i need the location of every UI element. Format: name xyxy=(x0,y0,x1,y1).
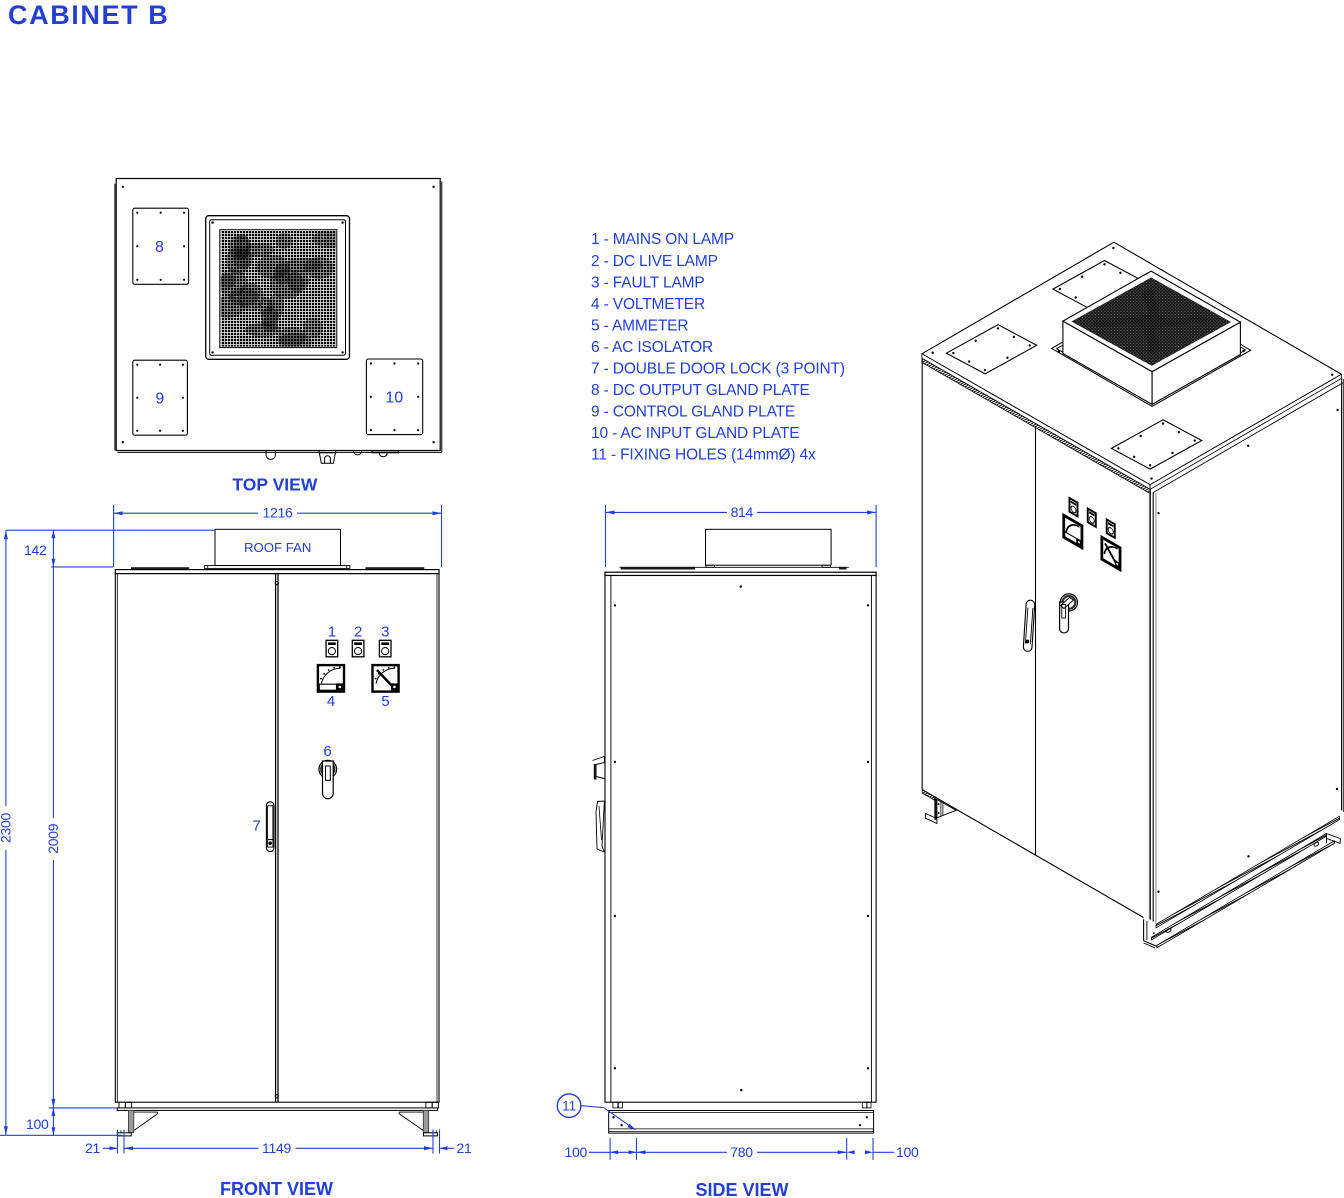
svg-text:SIDE VIEW: SIDE VIEW xyxy=(695,1180,788,1198)
svg-text:2300: 2300 xyxy=(0,813,14,843)
svg-text:8 - DC OUTPUT GLAND PLATE: 8 - DC OUTPUT GLAND PLATE xyxy=(591,382,810,399)
svg-text:9: 9 xyxy=(155,391,164,408)
svg-text:3 - FAULT LAMP: 3 - FAULT LAMP xyxy=(591,274,705,291)
svg-text:2: 2 xyxy=(354,624,362,641)
svg-text:21: 21 xyxy=(85,1140,100,1156)
svg-text:4 - VOLTMETER: 4 - VOLTMETER xyxy=(591,296,705,313)
svg-text:11: 11 xyxy=(562,1099,576,1114)
svg-text:7: 7 xyxy=(252,817,260,834)
svg-text:21: 21 xyxy=(457,1140,472,1156)
svg-text:10 - AC INPUT GLAND PLATE: 10 - AC INPUT GLAND PLATE xyxy=(591,425,799,442)
svg-text:2 - DC LIVE LAMP: 2 - DC LIVE LAMP xyxy=(591,253,718,270)
svg-text:5 - AMMETER: 5 - AMMETER xyxy=(591,317,688,334)
svg-text:1216: 1216 xyxy=(263,505,293,521)
svg-text:1149: 1149 xyxy=(262,1140,291,1156)
svg-text:11 - FIXING HOLES (14mmØ) 4x: 11 - FIXING HOLES (14mmØ) 4x xyxy=(591,447,816,464)
svg-text:780: 780 xyxy=(730,1144,753,1160)
svg-text:6: 6 xyxy=(323,743,331,760)
svg-text:TOP VIEW: TOP VIEW xyxy=(232,475,317,495)
svg-text:4: 4 xyxy=(327,693,335,710)
svg-text:6 - AC ISOLATOR: 6 - AC ISOLATOR xyxy=(591,339,713,356)
svg-text:7 - DOUBLE DOOR LOCK (3 POINT): 7 - DOUBLE DOOR LOCK (3 POINT) xyxy=(591,361,845,378)
svg-text:3: 3 xyxy=(381,624,389,641)
svg-text:1: 1 xyxy=(328,624,336,641)
svg-text:814: 814 xyxy=(731,504,754,520)
svg-text:CABINET B: CABINET B xyxy=(8,0,169,30)
svg-text:100: 100 xyxy=(26,1116,49,1132)
svg-text:8: 8 xyxy=(155,239,164,256)
svg-text:1 - MAINS ON LAMP: 1 - MAINS ON LAMP xyxy=(591,231,734,248)
svg-text:100: 100 xyxy=(896,1144,919,1160)
svg-text:ROOF FAN: ROOF FAN xyxy=(244,540,311,555)
svg-text:10: 10 xyxy=(385,390,403,407)
svg-text:5: 5 xyxy=(381,693,389,710)
svg-text:FRONT VIEW: FRONT VIEW xyxy=(220,1179,333,1198)
svg-text:9 - CONTROL GLAND PLATE: 9 - CONTROL GLAND PLATE xyxy=(591,404,795,421)
svg-text:2009: 2009 xyxy=(45,823,61,853)
svg-text:100: 100 xyxy=(565,1144,588,1160)
svg-text:142: 142 xyxy=(24,542,47,558)
